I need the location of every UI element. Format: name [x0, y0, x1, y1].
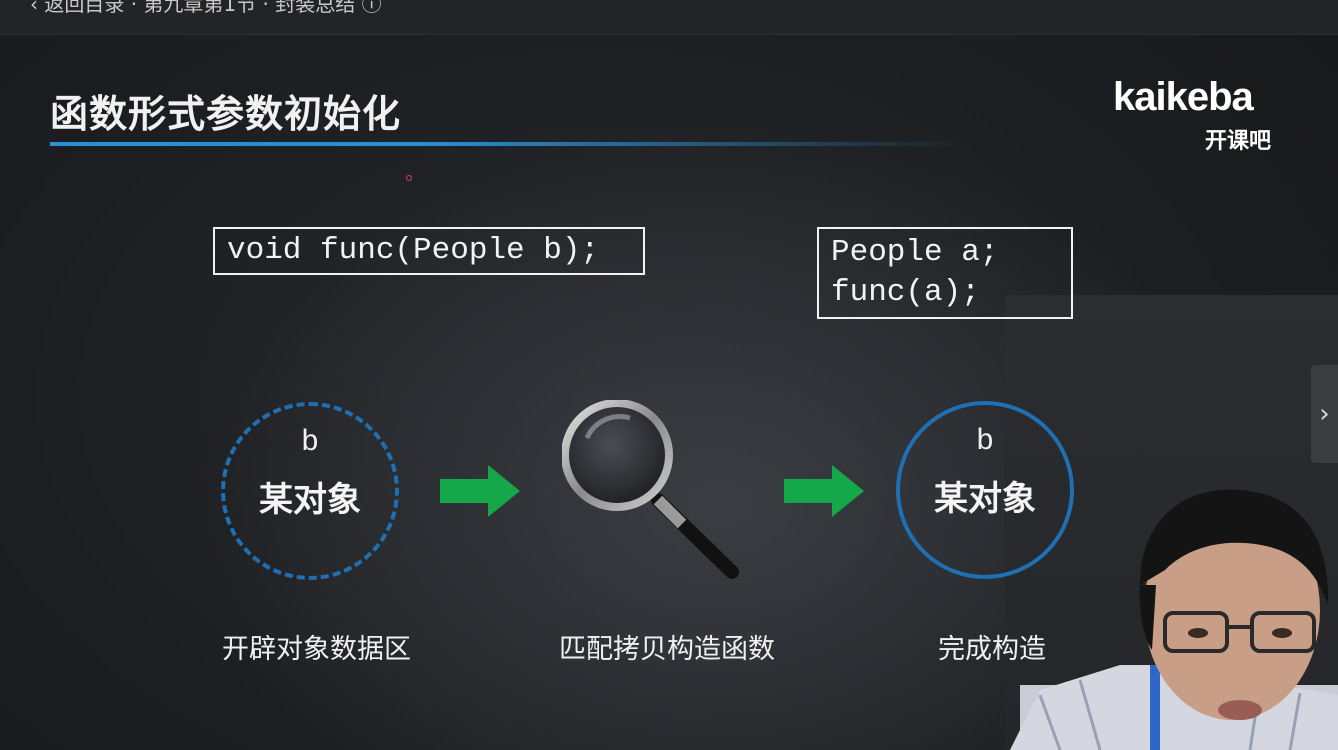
cursor-dot [406, 175, 412, 181]
next-slide-button[interactable]: › [1311, 365, 1338, 463]
logo-brand-text: kaikeba [1113, 75, 1254, 119]
green-arrow-icon [440, 465, 520, 517]
slide-title: 函数形式参数初始化 [50, 92, 402, 136]
chevron-right-icon: › [1319, 399, 1330, 429]
code-box-call-site: People a; func(a); [817, 227, 1073, 319]
object-circle-allocated: b 某对象 [221, 402, 399, 580]
caption-complete: 完成构造 [938, 634, 1046, 665]
code-box-function-signature: void func(People b); [213, 227, 645, 275]
title-underline [50, 142, 970, 146]
top-bar: ‹ 返回目录 · 第九章第1节 · 封装总结 ⓘ [0, 0, 1338, 35]
presenter-video [1010, 489, 1338, 750]
kaikeba-logo: kaikeba 开课吧 [1113, 75, 1303, 155]
breadcrumb[interactable]: ‹ 返回目录 · 第九章第1节 · 封装总结 ⓘ [30, 0, 382, 16]
caption-match-copy-ctor: 匹配拷贝构造函数 [559, 634, 775, 665]
circle-object-label: 某对象 [934, 479, 1036, 519]
caption-allocate: 开辟对象数据区 [222, 634, 411, 665]
logo-brand-cn: 开课吧 [1205, 129, 1272, 154]
slide: 函数形式参数初始化 kaikeba 开课吧 void func(People b… [0, 35, 1338, 750]
object-circle-constructed: b 某对象 [896, 401, 1074, 579]
circle-variable-label: b [975, 425, 994, 459]
circle-object-label: 某对象 [259, 480, 361, 520]
circle-variable-label: b [300, 426, 319, 460]
magnifier-icon [562, 400, 739, 579]
green-arrow-icon [784, 465, 864, 517]
